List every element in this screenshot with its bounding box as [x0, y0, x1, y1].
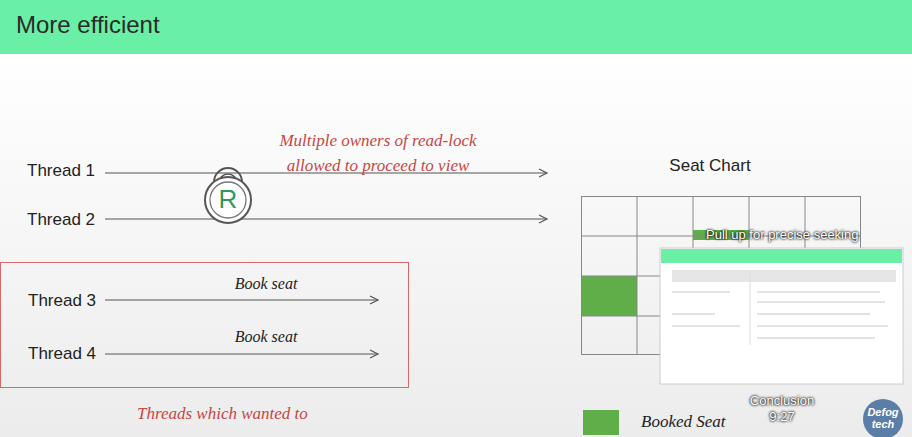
note-label: Threads which wanted to: [137, 404, 308, 424]
note-label: Conclusion: [750, 393, 814, 408]
legend-swatch: [583, 410, 619, 435]
title: More efficient: [16, 11, 160, 39]
seat-chart: Seat Chart: [581, 196, 861, 355]
ground: [0, 54, 912, 437]
node-text: R: [219, 184, 238, 215]
note-label: Multiple owners of read-lock allowed to …: [268, 128, 488, 178]
logo-badge: [863, 399, 903, 437]
note-label: Thread 1: [27, 161, 95, 181]
node-text: Seat Chart: [669, 156, 750, 176]
read-lock: R: [204, 176, 252, 224]
writer-thread-group: Thread 3 Book seatThread 4 Book seat: [0, 262, 409, 388]
node-text: Book seat: [235, 328, 298, 346]
node-text: Thread 4: [28, 344, 96, 364]
legend-text: Booked Seat: [641, 412, 726, 432]
node-text: Book seat: [235, 275, 298, 293]
note-label: Pull up for precise seeking: [706, 227, 858, 242]
header-bar: More efficient: [0, 0, 912, 54]
thread-lines: [105, 169, 547, 358]
node-text: Thread 3: [28, 291, 96, 311]
note-label: 9:27: [769, 409, 794, 424]
note-label: Thread 2: [27, 210, 95, 230]
seat-grid: [581, 196, 861, 355]
note-label: Defog tech: [864, 406, 902, 430]
